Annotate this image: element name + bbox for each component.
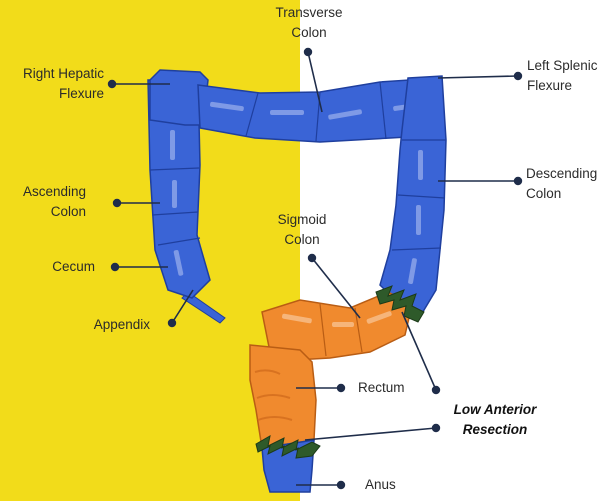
rectum-label: Rectum <box>358 378 468 398</box>
anus-label: Anus <box>365 475 445 495</box>
cecum-label: Cecum <box>0 257 95 277</box>
appendix-label: Appendix <box>0 315 150 335</box>
